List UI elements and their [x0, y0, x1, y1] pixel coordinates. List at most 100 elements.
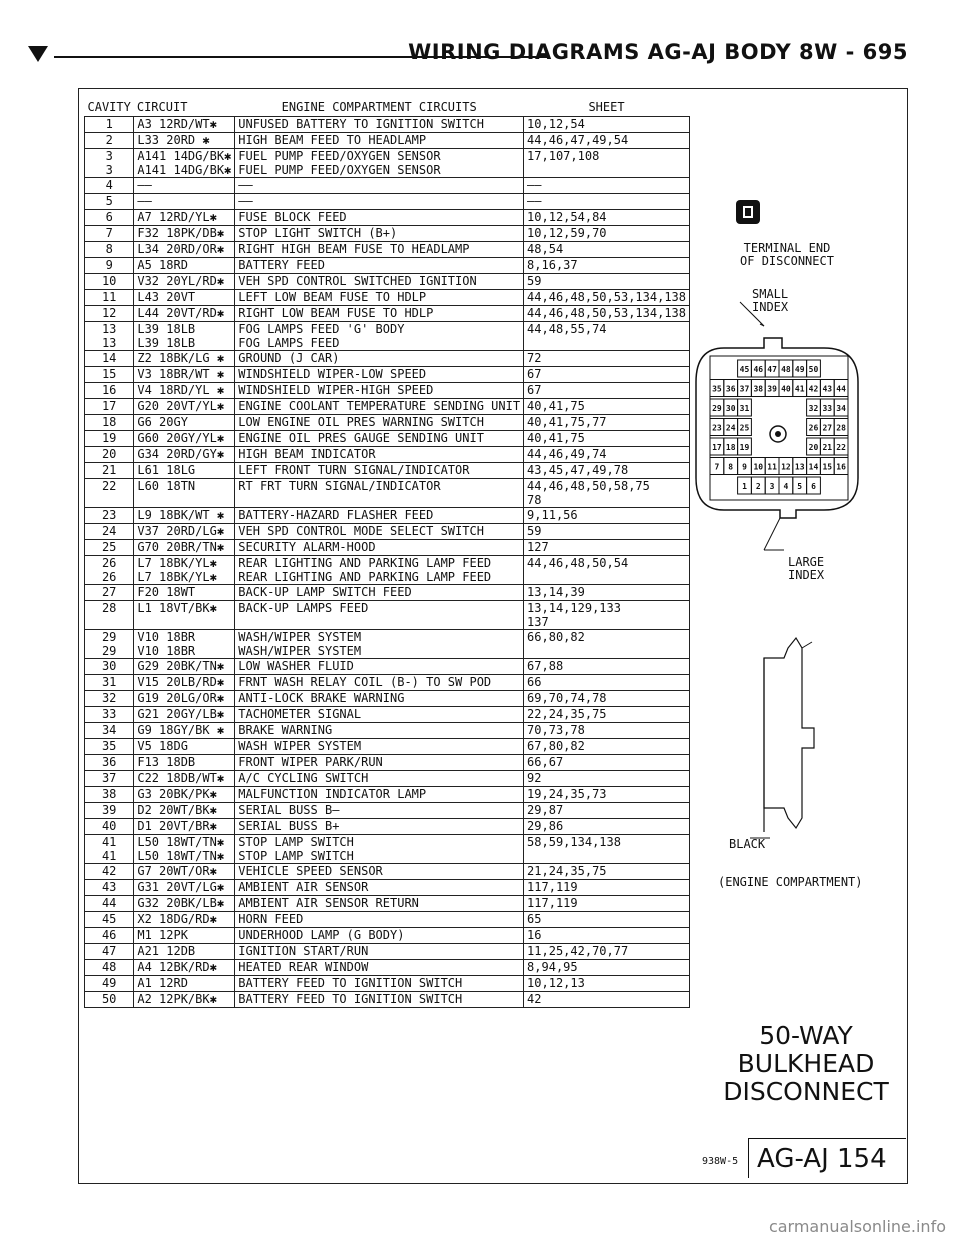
- cell-cavity: 19: [83, 430, 135, 447]
- cell-line: FUEL PUMP FEED/OXYGEN SENSOR: [238, 149, 441, 163]
- cell-circuit: V4 18RD/YL ✱: [133, 382, 236, 399]
- cell-line: BATTERY-HAZARD FLASHER FEED: [238, 508, 434, 522]
- connector-pin-label: 46: [753, 365, 763, 374]
- header-description: ENGINE COMPARTMENT CIRCUITS: [234, 98, 524, 117]
- cell-line: RIGHT HIGH BEAM FUSE TO HEADLAMP: [238, 242, 470, 256]
- cell-desc: IGNITION START/RUN: [234, 943, 525, 960]
- cell-line: ——: [238, 178, 253, 192]
- cell-sheet: 44,48,55,74: [523, 321, 690, 351]
- cell-cavity: 32: [83, 690, 135, 707]
- cell-line: L60 18TN: [137, 479, 196, 493]
- cell-line: 32: [101, 691, 117, 705]
- table-row: 5——————: [83, 193, 690, 210]
- connector-pin-label: 14: [809, 463, 819, 472]
- cell-cavity: 15: [83, 366, 135, 383]
- cell-desc: BATTERY-HAZARD FLASHER FEED: [234, 507, 525, 524]
- cell-cavity: 6: [83, 209, 135, 226]
- cell-line: VEH SPD CONTROL MODE SELECT SWITCH: [238, 524, 484, 538]
- cell-line: X2 18DG/RD✱: [137, 912, 217, 926]
- cell-line: SERIAL BUSS B+: [238, 819, 340, 833]
- cell-line: HIGH BEAM FEED TO HEADLAMP: [238, 133, 427, 147]
- connector-center-dot: [775, 431, 781, 437]
- cell-circuit: L43 20VT: [133, 289, 236, 306]
- cell-circuit: G70 20BR/TN✱: [133, 539, 236, 556]
- cell-cavity: 50: [83, 991, 135, 1008]
- cell-line: 66,67: [527, 755, 564, 769]
- cell-desc: WINDSHIELD WIPER-LOW SPEED: [234, 366, 525, 383]
- cell-line: UNFUSED BATTERY TO IGNITION SWITCH: [238, 117, 484, 131]
- cell-sheet: 8,94,95: [523, 959, 690, 976]
- header-cavity: CAVITY: [84, 98, 134, 117]
- cell-circuit: L60 18TN: [133, 478, 236, 508]
- cell-line: LEFT FRONT TURN SIGNAL/INDICATOR: [238, 463, 470, 477]
- cell-sheet: 66,80,82: [523, 629, 690, 659]
- cell-line: REAR LIGHTING AND PARKING LAMP FEED: [238, 570, 492, 584]
- connector-pin-cell: [806, 359, 821, 378]
- cell-line: STOP LAMP SWITCH: [238, 835, 354, 849]
- cell-line: G6 20GY: [137, 415, 188, 429]
- cell-line: 45: [101, 912, 117, 926]
- cell-line: WINDSHIELD WIPER-HIGH SPEED: [238, 383, 434, 397]
- cell-line: 28: [101, 601, 117, 615]
- connector-center-circle: [769, 425, 787, 443]
- cell-line: A7 12RD/YL✱: [137, 210, 217, 224]
- connector-pin-label: 27: [822, 424, 832, 433]
- cell-cavity: 2: [83, 132, 135, 149]
- cell-desc: WASH WIPER SYSTEM: [234, 738, 525, 755]
- cell-line: G7 20WT/OR✱: [137, 864, 217, 878]
- cell-line: 78: [527, 493, 542, 507]
- cell-line: 44,46,48,50,53,134,138: [527, 290, 686, 304]
- page-title: WIRING DIAGRAMS AG-AJ BODY 8W - 695: [408, 40, 908, 64]
- cell-desc: FRONT WIPER PARK/RUN: [234, 754, 525, 771]
- header-circuit: CIRCUIT: [133, 98, 235, 117]
- cell-desc: TACHOMETER SIGNAL: [234, 706, 525, 723]
- cell-sheet: 67,88: [523, 658, 690, 675]
- cell-cavity: 8: [83, 241, 135, 258]
- cell-circuit: L1 18VT/BK✱: [133, 600, 236, 630]
- cell-sheet: 10,12,54,84: [523, 209, 690, 226]
- cell-desc: LOW ENGINE OIL PRES WARNING SWITCH: [234, 414, 525, 431]
- table-row: 4——————: [83, 177, 690, 194]
- cell-desc: VEH SPD CONTROL SWITCHED IGNITION: [234, 273, 525, 290]
- cell-circuit: L9 18BK/WT ✱: [133, 507, 236, 524]
- cell-line: SERIAL BUSS B—: [238, 803, 340, 817]
- cell-line: A3 12RD/WT✱: [137, 117, 217, 131]
- cell-line: 10,12,13: [527, 976, 585, 990]
- cell-sheet: 48,54: [523, 241, 690, 258]
- cell-line: 72: [527, 351, 542, 365]
- cell-sheet: 9,11,56: [523, 507, 690, 524]
- cell-line: 40: [101, 819, 117, 833]
- connector-pin-label: 11: [767, 463, 777, 472]
- cell-sheet: 44,46,47,49,54: [523, 132, 690, 149]
- cell-line: 48: [101, 960, 117, 974]
- cell-line: BACK-UP LAMP SWITCH FEED: [238, 585, 412, 599]
- cell-line: 30: [101, 659, 117, 673]
- cell-line: WINDSHIELD WIPER-LOW SPEED: [238, 367, 427, 381]
- connector-pin-label: 43: [822, 385, 832, 394]
- cell-line: D2 20WT/BK✱: [137, 803, 217, 817]
- cell-cavity: 20: [83, 446, 135, 463]
- cell-desc: BATTERY FEED TO IGNITION SWITCH: [234, 991, 525, 1008]
- connector-pin-label: 29: [712, 404, 722, 413]
- cell-sheet: 69,70,74,78: [523, 690, 690, 707]
- cell-line: V5 18DG: [137, 739, 188, 753]
- cell-line: 40,41,75: [527, 399, 585, 413]
- cell-circuit: V15 20LB/RD✱: [133, 674, 236, 691]
- cell-line: 3: [105, 149, 113, 163]
- cell-line: 69,70,74,78: [527, 691, 607, 705]
- cell-line: WASH/WIPER SYSTEM: [238, 644, 362, 658]
- cell-line: A1 12RD: [137, 976, 188, 990]
- cell-cavity: 11: [83, 289, 135, 306]
- connector-pin-label: 8: [728, 463, 733, 472]
